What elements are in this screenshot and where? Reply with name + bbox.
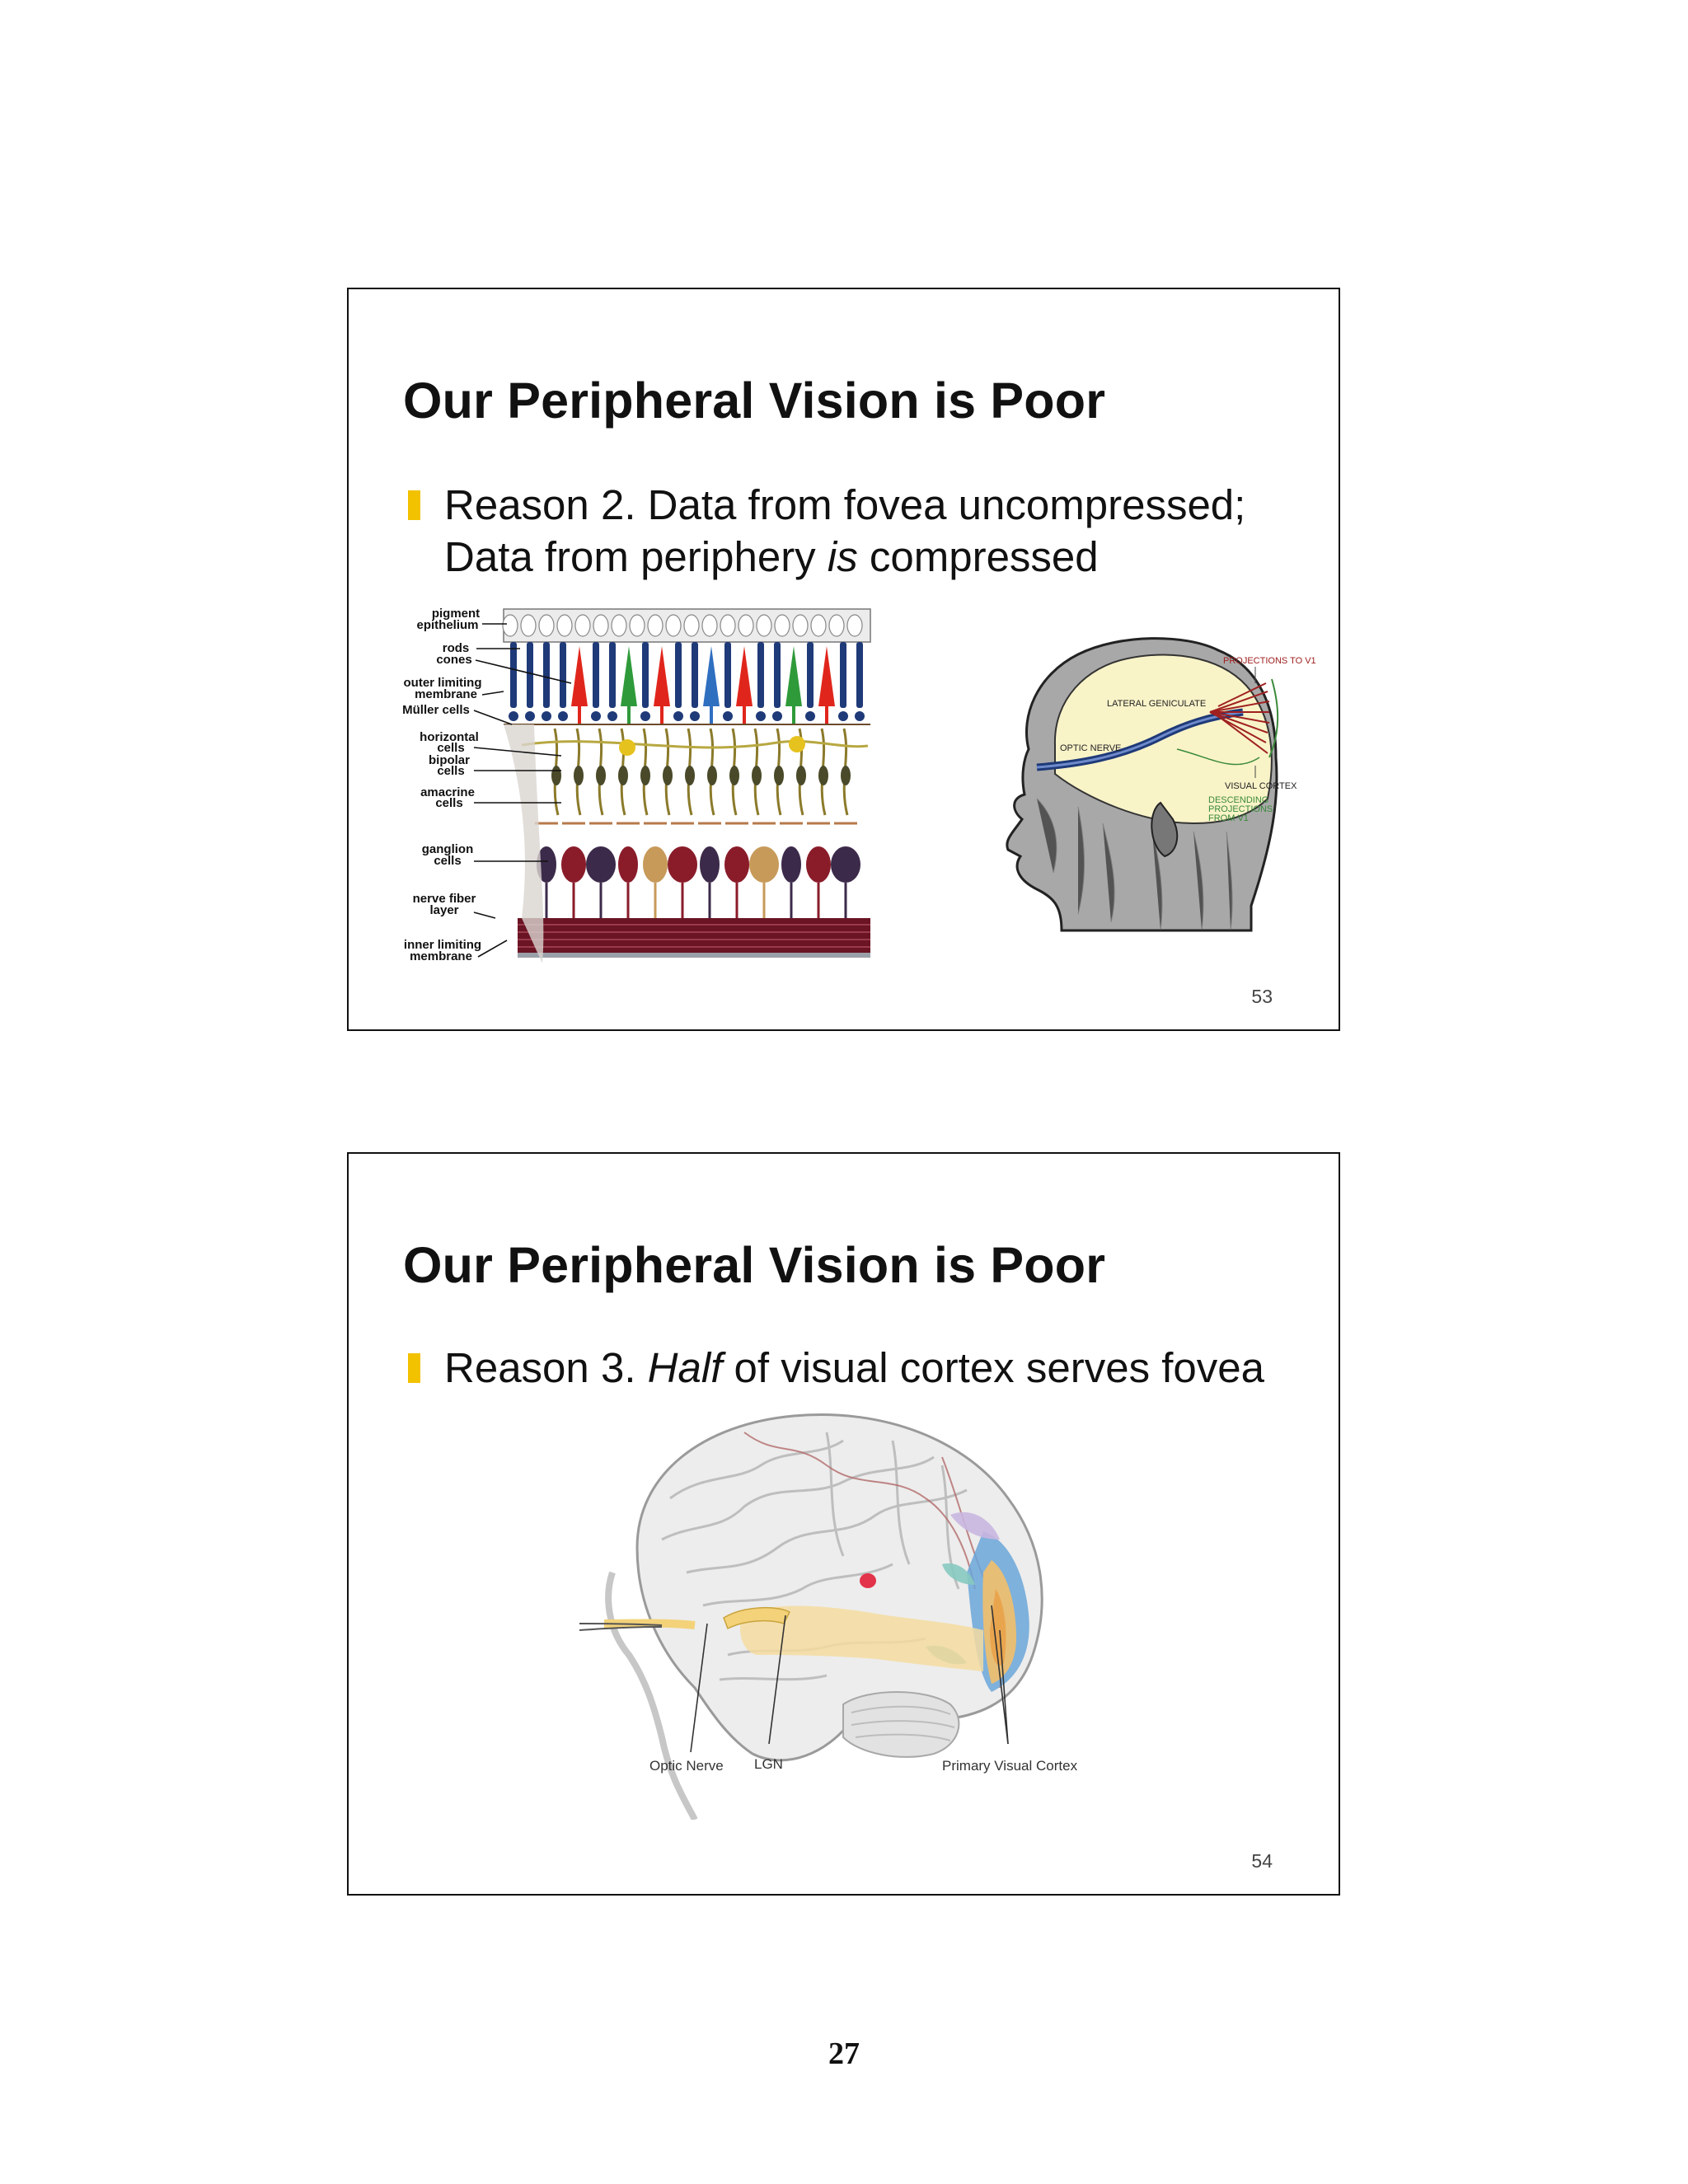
svg-text:cells: cells (437, 764, 464, 778)
slide-53: Our Peripheral Vision is Poor Reason 2. … (347, 288, 1340, 1031)
slide-number: 53 (1251, 986, 1273, 1008)
svg-text:membrane: membrane (410, 949, 472, 963)
bullet-text: Reason 2. Data from fovea uncompressed; … (444, 479, 1245, 583)
retina-diagram: pigment epithelium rods cones outer limi… (398, 601, 884, 980)
ganglion-cells (535, 823, 860, 918)
svg-text:layer: layer (429, 903, 458, 917)
photoreceptors (509, 642, 865, 724)
page-number: 27 (0, 2036, 1688, 2072)
svg-text:Primary Visual Cortex: Primary Visual Cortex (942, 1758, 1078, 1774)
svg-text:cells: cells (435, 796, 462, 810)
slide-54: Our Peripheral Vision is Poor Reason 3. … (347, 1152, 1340, 1896)
visual-pathway-head: PROJECTIONS TO V1 LATERAL GENICULATE OPT… (1004, 634, 1317, 939)
svg-text:Müller cells: Müller cells (402, 703, 470, 717)
slide-title: Our Peripheral Vision is Poor (403, 372, 1105, 429)
svg-text:LGN: LGN (754, 1756, 783, 1772)
slide-title: Our Peripheral Vision is Poor (403, 1236, 1105, 1294)
svg-text:PROJECTIONS TO V1: PROJECTIONS TO V1 (1223, 656, 1316, 666)
slide-number: 54 (1251, 1850, 1273, 1872)
svg-text:cells: cells (434, 854, 461, 868)
bullet-marker (408, 1353, 420, 1383)
svg-text:LATERAL GENICULATE: LATERAL GENICULATE (1107, 699, 1206, 709)
svg-text:FROM V1: FROM V1 (1208, 813, 1249, 823)
bullet-text: Reason 3. Half of visual cortex serves f… (444, 1342, 1264, 1394)
bullet-line-2: Data from periphery is compressed (444, 531, 1245, 583)
bipolar-cells (522, 729, 868, 815)
svg-text:VISUAL CORTEX: VISUAL CORTEX (1225, 781, 1297, 791)
svg-text:membrane: membrane (415, 687, 477, 701)
bullet-line-1: Reason 2. Data from fovea uncompressed; (444, 479, 1245, 531)
svg-text:Optic Nerve: Optic Nerve (649, 1758, 724, 1774)
svg-text:cones: cones (436, 653, 471, 667)
svg-text:OPTIC NERVE: OPTIC NERVE (1060, 743, 1121, 753)
bullet-marker (408, 490, 420, 520)
svg-text:epithelium: epithelium (416, 618, 478, 632)
brain-diagram: Optic Nerve LGN Primary Visual Cortex (579, 1408, 1107, 1820)
